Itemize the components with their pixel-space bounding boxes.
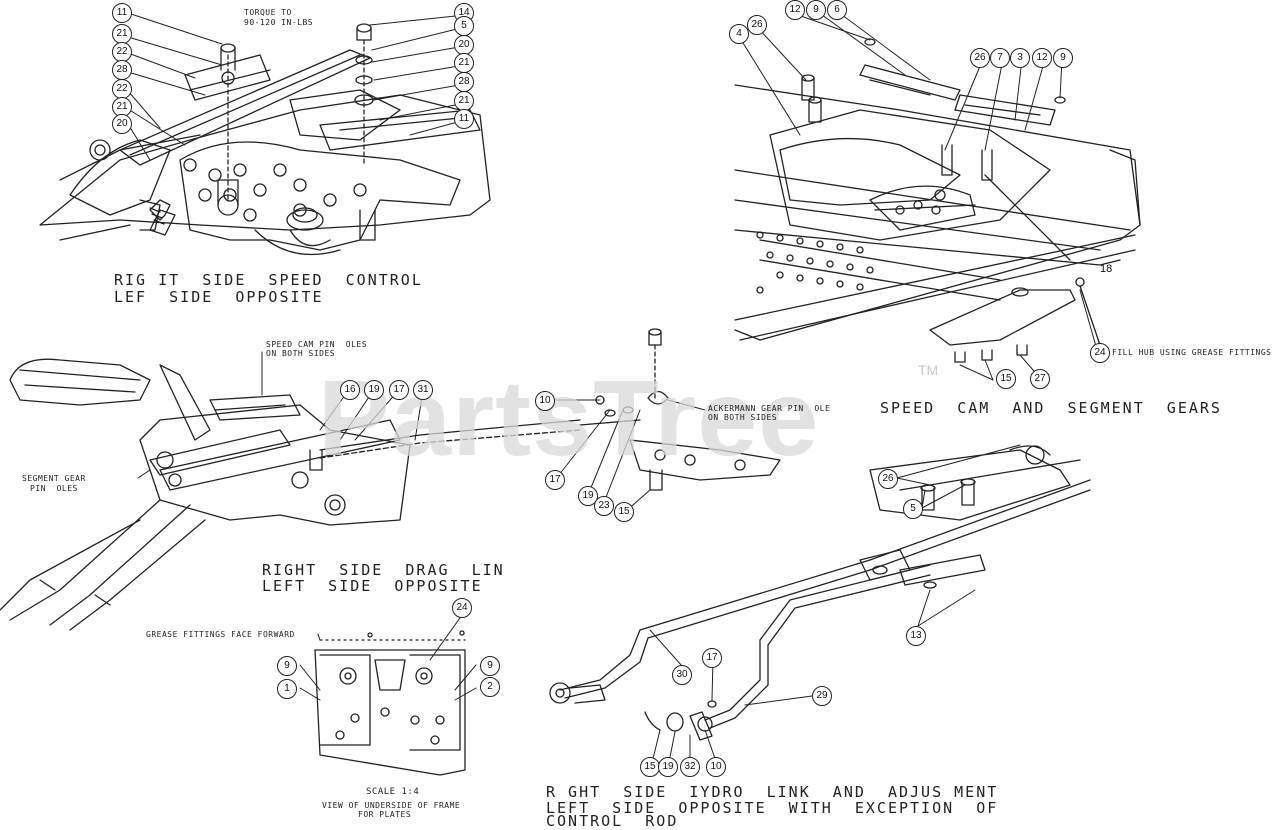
note-grease-fittings: GREASE FITTINGS FACE FORWARD (146, 630, 295, 639)
callout-9: 9 (480, 656, 500, 676)
note-scale: SCALE 1:4 (366, 787, 420, 797)
callout-29: 29 (812, 686, 832, 706)
caption-speed-cam: SPEED CAM AND SEGMENT GEARS (880, 399, 1222, 417)
note-segment-gear-line1: SEGMENT GEAR (22, 474, 86, 483)
callout-17: 17 (389, 380, 409, 400)
callout-28: 28 (454, 72, 474, 92)
note-segment-gear-line2: PIN OLES (30, 484, 78, 493)
callout-17: 17 (545, 470, 565, 490)
note-cam-pin-line1: SPEED CAM PIN OLES (266, 340, 368, 349)
callout-26: 26 (878, 469, 898, 489)
hydro-link-assembly (549, 445, 1091, 741)
callout-23: 23 (594, 496, 614, 516)
callout-15: 15 (640, 757, 660, 777)
caption-hydro-line3: CONTROL ROD (546, 812, 679, 830)
watermark: PartsTree (318, 357, 820, 478)
callout-30: 30 (672, 665, 692, 685)
speed-cam-frame-assembly (734, 38, 1141, 363)
note-ackermann-line1: ACKERMANN GEAR PIN OLE (708, 404, 831, 413)
callout-24: 24 (452, 598, 472, 618)
callout-15: 15 (614, 502, 634, 522)
callout-26: 26 (970, 48, 990, 68)
callout-5: 5 (454, 16, 474, 36)
note-cam-pin-line2: ON BOTH SIDES (266, 349, 336, 358)
callout-3: 3 (1010, 48, 1030, 68)
callout-10: 10 (535, 391, 555, 411)
callout-19: 19 (658, 757, 678, 777)
note-ackermann-line2: ON BOTH SIDES (708, 413, 778, 422)
leader-lines (127, 11, 1106, 768)
part-number-18: 18 (1100, 263, 1113, 275)
callout-19: 19 (364, 380, 384, 400)
callout-31: 31 (413, 380, 433, 400)
callout-1: 1 (277, 679, 297, 699)
callout-15: 15 (996, 369, 1016, 389)
callout-4: 4 (729, 24, 749, 44)
callout-12: 12 (785, 0, 805, 20)
drag-link-assembly (0, 328, 781, 631)
callout-6: 6 (827, 0, 847, 20)
caption-hydro-line2: LEFT SIDE OPPOSITE WITH EXCEPTION OF (546, 799, 999, 817)
note-torque-line2: 90-120 IN-LBS (244, 18, 314, 27)
callout-9: 9 (277, 656, 297, 676)
caption-drag-link-line2: LEFT SIDE OPPOSITE (262, 577, 483, 595)
callout-26: 26 (747, 15, 767, 35)
callout-24: 24 (1090, 343, 1110, 363)
caption-hydro-line1: R GHT SIDE IYDRO LINK AND ADJUS MENT (546, 783, 999, 801)
callout-17: 17 (702, 648, 722, 668)
callout-21: 21 (454, 53, 474, 73)
callout-9: 9 (806, 0, 826, 20)
caption-speed-control-line2: LEF SIDE OPPOSITE (114, 288, 324, 306)
callout-28: 28 (112, 60, 132, 80)
note-fill-hub: FILL HUB USING GREASE FITTINGS (1112, 348, 1272, 357)
callout-12: 12 (1032, 48, 1052, 68)
callout-2: 2 (480, 677, 500, 697)
callout-10: 10 (706, 757, 726, 777)
callout-16: 16 (340, 380, 360, 400)
callout-21: 21 (112, 24, 132, 44)
callout-11: 11 (454, 109, 474, 129)
callout-5: 5 (903, 499, 923, 519)
callout-7: 7 (990, 48, 1010, 68)
note-torque-line1: TORQUE TO (244, 8, 292, 17)
callout-22: 22 (112, 79, 132, 99)
callout-11: 11 (112, 3, 132, 23)
callout-20: 20 (112, 114, 132, 134)
underside-plates-view (314, 630, 466, 776)
callout-19: 19 (578, 486, 598, 506)
callout-21: 21 (454, 91, 474, 111)
callout-13: 13 (906, 626, 926, 646)
watermark-trademark: TM (918, 362, 939, 378)
callout-9: 9 (1053, 48, 1073, 68)
callout-32: 32 (680, 757, 700, 777)
callout-20: 20 (454, 35, 474, 55)
speed-control-assembly (39, 23, 491, 256)
note-underside-line1: VIEW OF UNDERSIDE OF FRAME (322, 801, 461, 810)
callout-27: 27 (1030, 369, 1050, 389)
caption-drag-link-line1: RIGHT SIDE DRAG LIN (262, 561, 505, 579)
caption-speed-control-line1: RIG IT SIDE SPEED CONTROL (114, 271, 423, 289)
callout-22: 22 (112, 42, 132, 62)
note-underside-line2: FOR PLATES (358, 810, 412, 819)
